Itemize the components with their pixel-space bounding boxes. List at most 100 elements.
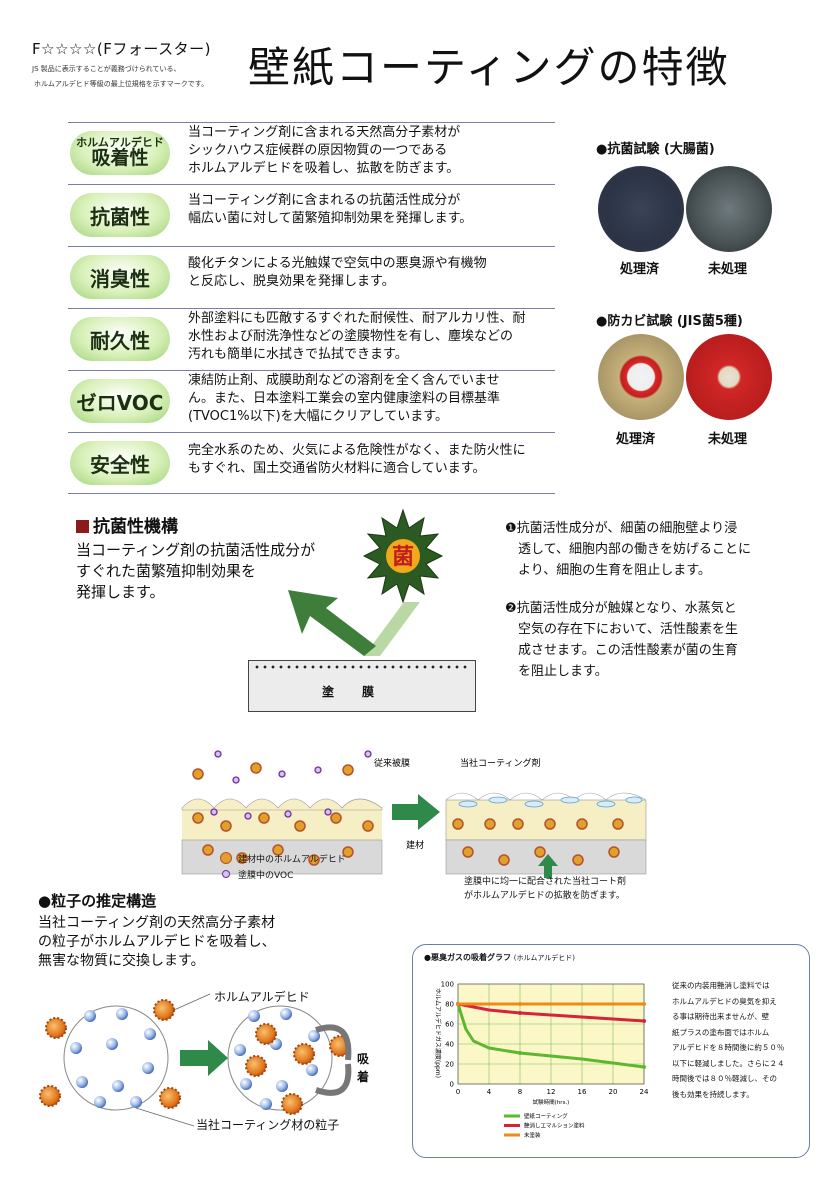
rating-note-line2: ホルムアルデヒド等級の最上位規格を示すマークです。 — [34, 80, 209, 88]
data-point — [642, 1002, 646, 1006]
germ-core — [386, 539, 420, 573]
feature-badge-zero-voc: ゼロVOC — [70, 379, 170, 423]
caption-line2: がホルムアルデヒドの拡散を防ぎます。 — [464, 891, 625, 901]
series-line — [457, 1002, 645, 1023]
feature-description: 当コーティング剤に含まれる天然高分子素材が シックハウス症候群の原因物質の一つで… — [188, 125, 461, 176]
x-axis-label: 試験時間(hrs.) — [533, 1098, 570, 1106]
film-label: 塗膜 — [321, 685, 402, 699]
particle-label: 当社コーティング材の粒子 — [196, 1118, 340, 1132]
formaldehyde-particles-left — [192, 762, 374, 866]
coating-particles — [458, 796, 643, 808]
data-point — [518, 1011, 522, 1015]
transform-arrow-icon — [392, 794, 440, 830]
feature-badge-safety: 安全性 — [70, 441, 170, 485]
untreated-label: 未処理 — [708, 432, 748, 447]
formaldehyde-label: ホルムアルデヒド — [214, 990, 310, 1004]
leader-line — [135, 1107, 195, 1127]
voc-particles-left — [210, 750, 372, 820]
feature-description: 完全水系のため、火気による危険性がなく、また防火性に もすぐれ、国土交通省防火材… — [188, 443, 526, 476]
data-point — [518, 1002, 522, 1006]
rating-note-line1: JS 製品に表示することが義務づけられている、 — [32, 65, 181, 73]
divider — [68, 184, 555, 185]
formaldehyde-spores — [39, 999, 351, 1115]
mechanism-title: 抗菌性機構 — [76, 512, 178, 537]
leader-line — [173, 993, 211, 1011]
plot-frame — [457, 983, 645, 1085]
page-title: 壁紙コーティングの特徴 — [248, 43, 730, 92]
data-point — [518, 1051, 522, 1055]
coating-comparison-diagram: 従来被膜 当社コーティング剤 建材 — [181, 750, 647, 878]
divider — [68, 432, 555, 433]
fungus-dish-treated-image — [598, 334, 684, 420]
feature-row-formaldehyde: ホルムアルデヒド 吸着性 当コーティング剤に含まれる天然高分子素材が シックハウ… — [68, 122, 555, 184]
conventional-film-label: 従来被膜 — [374, 757, 410, 769]
film-surface-dots — [253, 664, 471, 670]
feature-badge-line2: 吸着性 — [91, 146, 149, 169]
coating-beads-left — [70, 1008, 156, 1108]
x-tick-label: 12 — [547, 1088, 556, 1096]
feature-badge-durability: 耐久性 — [70, 317, 170, 361]
feature-description: 当コーティング剤に含まれるの抗菌活性成分が 幅広い菌に対して菌繁殖抑制効果を発揮… — [188, 193, 473, 226]
y-tick-label: 80 — [445, 1001, 454, 1009]
y-tick-label: 100 — [441, 981, 454, 989]
feature-row-antibacterial: 抗菌性 当コーティング剤に含まれるの抗菌活性成分が 幅広い菌に対して菌繁殖抑制効… — [68, 184, 555, 246]
particle-diagram — [39, 993, 352, 1127]
divider — [68, 308, 555, 309]
feature-badge-formaldehyde: ホルムアルデヒド 吸着性 — [70, 131, 170, 175]
feature-description: 外部塗料にも匹敵するすぐれた耐候性、耐アルカリ性、耐 水性および耐洗浄性などの塗… — [188, 311, 526, 362]
legend-label: 未塗装 — [524, 1131, 541, 1139]
adsorb-arrow-icon-2 — [315, 1063, 352, 1096]
y-tick-label: 40 — [445, 1041, 454, 1049]
fungus-dish-untreated-image — [686, 334, 772, 420]
graph-title: ●悪臭ガスの吸着グラフ (ホルムアルデヒド) — [424, 953, 576, 962]
caption-line1: 塗膜中に均一に配合された当社コート剤 — [464, 877, 627, 887]
antifungal-test-title: ●防カビ試験 (JIS菌5種) — [596, 314, 743, 329]
feature-description: 酸化チタンによる光触媒で空気中の悪臭源や有機物 と反応し、脱臭効果を発揮します。 — [188, 256, 487, 289]
coating-film: 塗膜 — [248, 660, 476, 712]
transform-arrow-icon — [180, 1040, 228, 1076]
formaldehyde-dot-icon — [220, 852, 232, 864]
divider — [68, 370, 555, 371]
legend-label: 艶消しエマルション塗料 — [524, 1122, 585, 1130]
adsorb-label-1: 吸 — [357, 1052, 370, 1066]
particle-outline-left — [63, 1005, 169, 1111]
x-tick-label: 16 — [578, 1088, 587, 1096]
legend-formaldehyde: 建材中のホルムアルデヒド — [220, 852, 346, 865]
x-tick-label: 24 — [640, 1088, 649, 1096]
feature-description: 凍結防止剤、成膜助剤などの溶剤を全く含んでいませ ん。また、日本塗料工業会の室内… — [188, 373, 501, 424]
mechanism-diagram: 菌 — [288, 508, 444, 656]
germ-label: 菌 — [392, 545, 414, 570]
feature-row-deodorant: 消臭性 酸化チタンによる光触媒で空気中の悪臭源や有機物 と反応し、脱臭効果を発揮… — [68, 246, 555, 308]
graph-side-text: 従来の内装用艶消し塗料では ホルムアルデヒドの臭気を抑え る事は期待出来ませんが… — [672, 981, 785, 1099]
mechanism-description: 当コーティング剤の抗菌活性成分が すぐれた菌繁殖抑制効果を 発揮します。 — [76, 541, 316, 601]
data-point — [456, 1002, 460, 1006]
petri-dish-treated-image — [598, 166, 684, 252]
x-tick-label: 0 — [456, 1088, 460, 1096]
x-tick-label: 4 — [487, 1088, 492, 1096]
particle-description: 当社コーティング剤の天然高分子素材 の粒子がホルムアルデヒドを吸着し、 無害な物… — [38, 915, 276, 969]
feature-badge-antibacterial: 抗菌性 — [70, 193, 170, 237]
feature-row-zero-voc: ゼロVOC 凍結防止剤、成膜助剤などの溶剤を全く含んでいませ ん。また、日本塗料… — [68, 370, 555, 432]
voc-dot-icon — [222, 870, 230, 878]
mechanism-note-2: ❷抗菌活性成分が触媒となり、水蒸気と 空気の存在下において、活性酸素を生 成させ… — [505, 601, 738, 679]
y-tick-label: 60 — [445, 1021, 454, 1029]
untreated-label: 未処理 — [708, 262, 748, 277]
x-tick-label: 8 — [518, 1088, 522, 1096]
feature-row-durability: 耐久性 外部塗料にも匹敵するすぐれた耐候性、耐アルカリ性、耐 水性および耐洗浄性… — [68, 308, 555, 370]
particle-outline-right — [227, 1005, 333, 1111]
divider — [68, 122, 555, 123]
petri-dish-untreated-image — [686, 166, 772, 252]
incoming-arrow-icon — [364, 602, 420, 656]
legend-label: 壁紙コーティング — [524, 1112, 568, 1120]
x-tick-label: 20 — [609, 1088, 618, 1096]
feature-badge-deodorant: 消臭性 — [70, 255, 170, 299]
formaldehyde-particles-right — [452, 818, 624, 830]
square-bullet-icon — [76, 520, 89, 533]
antibacterial-test-title: ●抗菌試験 (大腸菌) — [596, 142, 715, 157]
coating-beads-right — [234, 1008, 320, 1110]
treated-label: 処理済 — [616, 432, 656, 447]
feature-row-safety: 安全性 完全水系のため、火気による危険性がなく、また防火性に もすぐれ、国土交通… — [68, 432, 555, 494]
f-star-rating: F☆☆☆☆(Fフォースター) — [32, 40, 211, 58]
mechanism-note-1: ❶抗菌活性成分が、細菌の細胞壁より浸 透して、細胞内部の働きを妨げることに より… — [505, 521, 751, 578]
